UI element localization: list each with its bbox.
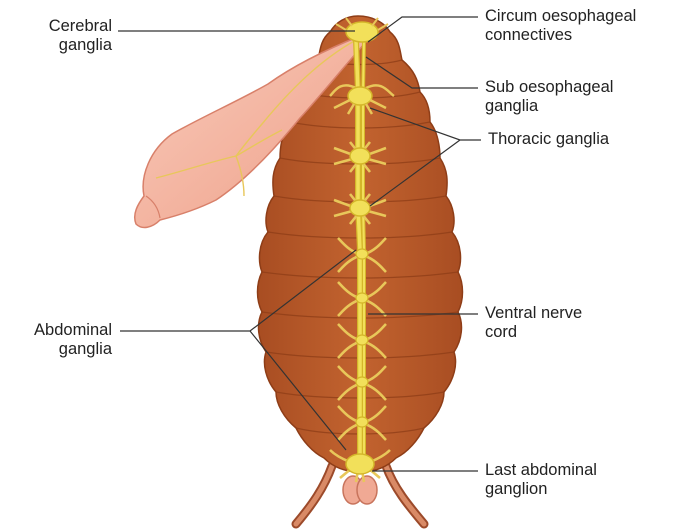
label-abdominal-ganglia: Abdominal ganglia (10, 321, 112, 359)
label-cerebral-line2: ganglia (20, 36, 112, 55)
label-last-line1: Last abdominal (485, 461, 597, 480)
label-thoracic-ganglia: Thoracic ganglia (488, 130, 609, 149)
label-circum-line1: Circum oesophageal (485, 7, 636, 26)
label-cerebral-line1: Cerebral (20, 17, 112, 36)
label-sub-oesophageal-ganglia: Sub oesophageal ganglia (485, 78, 613, 116)
label-abdominal-line1: Abdominal (10, 321, 112, 340)
label-sub-line2: ganglia (485, 97, 613, 116)
label-last-abdominal-ganglion: Last abdominal ganglion (485, 461, 597, 499)
anal-styles (343, 476, 377, 504)
label-last-line2: ganglion (485, 480, 597, 499)
label-ventral-line2: cord (485, 323, 582, 342)
label-sub-line1: Sub oesophageal (485, 78, 613, 97)
label-cerebral-ganglia: Cerebral ganglia (20, 17, 112, 55)
label-circum-oesophageal-connectives: Circum oesophageal connectives (485, 7, 636, 45)
label-circum-line2: connectives (485, 26, 636, 45)
label-abdominal-line2: ganglia (10, 340, 112, 359)
label-ventral-nerve-cord: Ventral nerve cord (485, 304, 582, 342)
label-ventral-line1: Ventral nerve (485, 304, 582, 323)
label-thoracic-line1: Thoracic ganglia (488, 130, 609, 149)
